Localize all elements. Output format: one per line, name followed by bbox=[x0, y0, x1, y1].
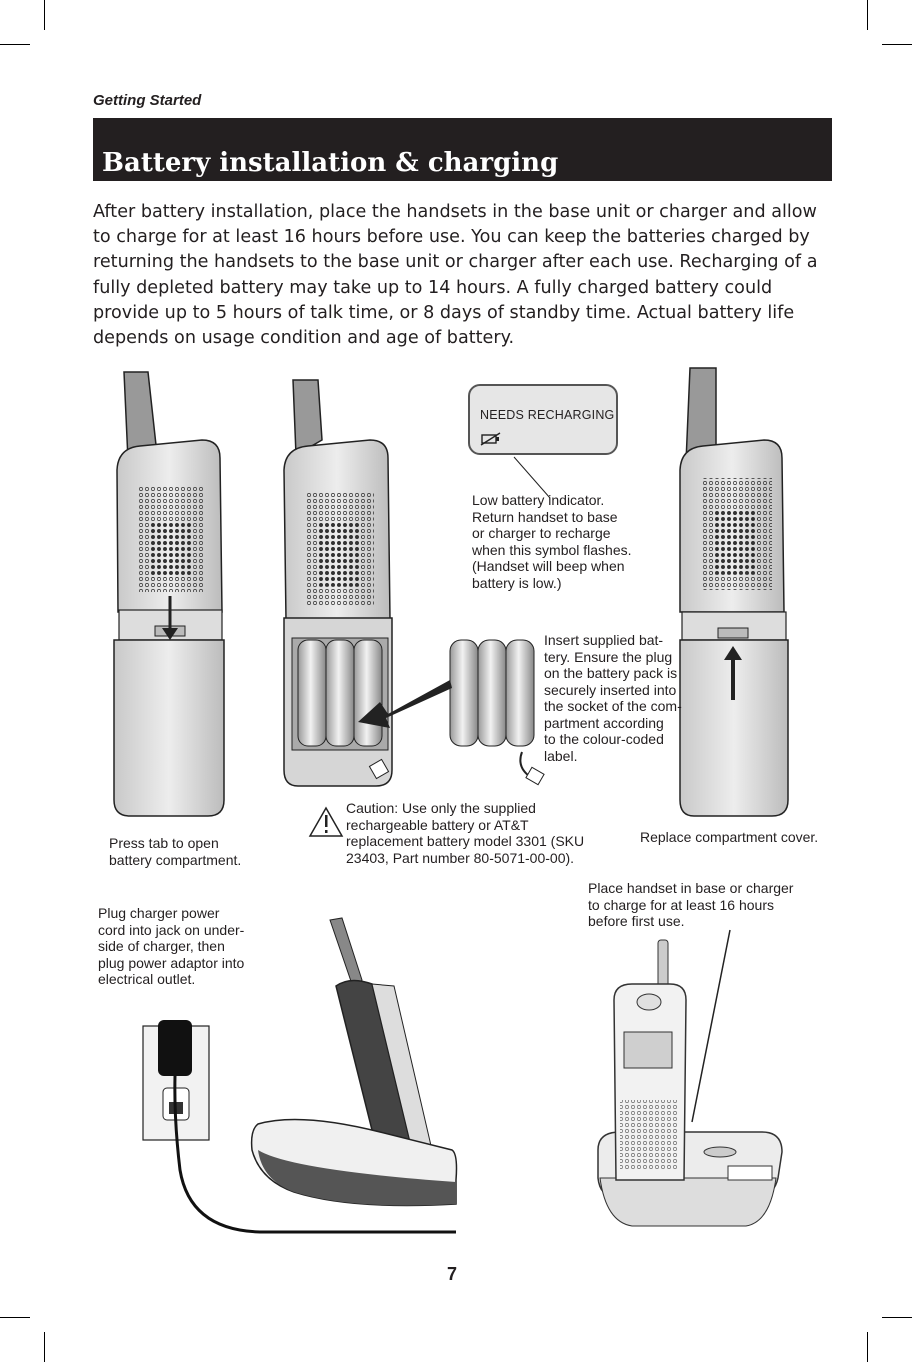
crop-mark bbox=[867, 1332, 868, 1362]
intro-paragraph: After battery installation, place the ha… bbox=[93, 202, 818, 349]
caption-plug-charger: Plug charger power cord into jack on und… bbox=[98, 905, 245, 987]
charger-with-handset bbox=[250, 917, 458, 1207]
handset-open-tab bbox=[113, 371, 225, 817]
caption-replace-cover: Replace compartment cover. bbox=[640, 829, 819, 845]
wall-outlet bbox=[142, 1020, 456, 1234]
caption-insert-battery: Insert supplied bat- tery. Ensure the pl… bbox=[544, 632, 682, 764]
lcd-callout: NEEDS RECHARGING bbox=[468, 384, 618, 455]
caution-icon bbox=[308, 806, 344, 837]
caption-place-handset: Place handset in base or charger to char… bbox=[588, 880, 794, 929]
crop-mark bbox=[0, 1317, 30, 1318]
handset-open-compartment bbox=[283, 379, 393, 787]
crop-mark bbox=[44, 1332, 45, 1362]
caption-low-battery: Low battery indicator. Return handset to… bbox=[472, 492, 632, 591]
crop-mark bbox=[882, 44, 912, 45]
handset-replace-cover bbox=[679, 367, 789, 817]
lcd-text: NEEDS RECHARGING bbox=[480, 408, 615, 422]
insert-arrow bbox=[358, 680, 452, 728]
page-number: 7 bbox=[447, 1264, 458, 1284]
caption-press-tab: Press tab to open battery compartment. bbox=[109, 835, 242, 868]
crop-mark bbox=[882, 1317, 912, 1318]
battery-crossed-icon bbox=[480, 432, 501, 446]
base-unit-with-handset bbox=[597, 929, 783, 1227]
crop-mark bbox=[867, 0, 868, 30]
section-label: Getting Started bbox=[93, 92, 202, 109]
crop-mark bbox=[0, 44, 30, 45]
battery-pack bbox=[449, 639, 545, 786]
crop-mark bbox=[44, 0, 45, 30]
caption-caution: Caution: Use only the supplied rechargea… bbox=[346, 800, 585, 866]
title-bar: Battery installation & charging bbox=[93, 118, 832, 181]
page-title: Battery installation & charging bbox=[102, 148, 559, 178]
